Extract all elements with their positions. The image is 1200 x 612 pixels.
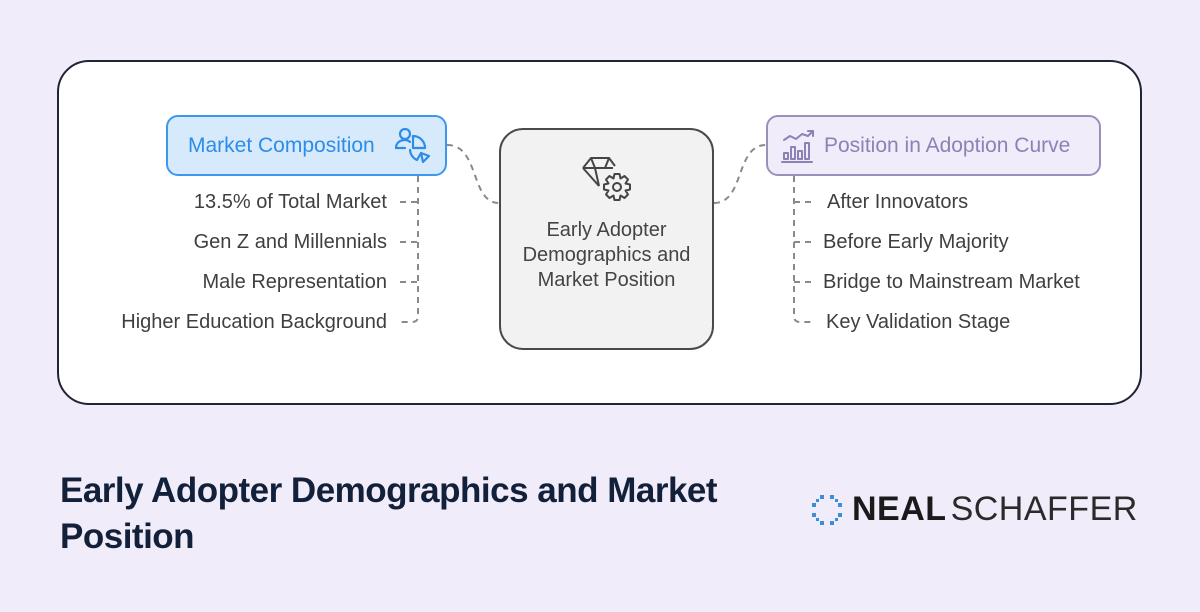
brand-logo-mark-icon: [812, 494, 842, 525]
center-topic-label: Early Adopter Demographics and Market Po…: [522, 219, 691, 291]
list-item: Gen Z and Millennials: [193, 231, 387, 253]
market-composition-node: Market Composition: [166, 115, 447, 176]
list-item: Key Validation Stage: [826, 311, 1011, 333]
adoption-curve-node: Position in Adoption Curve: [766, 115, 1101, 176]
list-item: Higher Education Background: [121, 311, 387, 333]
growth-bar-chart-icon: [781, 129, 814, 163]
market-composition-label: Market Composition: [188, 133, 375, 157]
list-item: Bridge to Mainstream Market: [823, 271, 1080, 293]
market-composition-list: 13.5% of Total Market Gen Z and Millenni…: [121, 188, 387, 348]
brand-logo: NEAL SCHAFFER: [810, 490, 1138, 529]
list-item: Male Representation: [202, 271, 387, 293]
list-item: Before Early Majority: [823, 231, 1009, 253]
brand-name-bold: NEAL: [852, 490, 947, 528]
list-item: 13.5% of Total Market: [193, 191, 387, 213]
brand-name-light: SCHAFFER: [950, 490, 1138, 528]
diamond-gear-icon: [581, 157, 631, 201]
center-topic-node: Early Adopter Demographics and Market Po…: [499, 128, 714, 350]
adoption-curve-label: Position in Adoption Curve: [824, 133, 1071, 157]
list-item: After Innovators: [827, 191, 969, 213]
page-title: Early Adopter Demographics and Market Po…: [60, 471, 718, 556]
people-pie-chart-icon: [394, 127, 431, 163]
adoption-curve-list: After Innovators Before Early Majority B…: [823, 188, 1080, 348]
